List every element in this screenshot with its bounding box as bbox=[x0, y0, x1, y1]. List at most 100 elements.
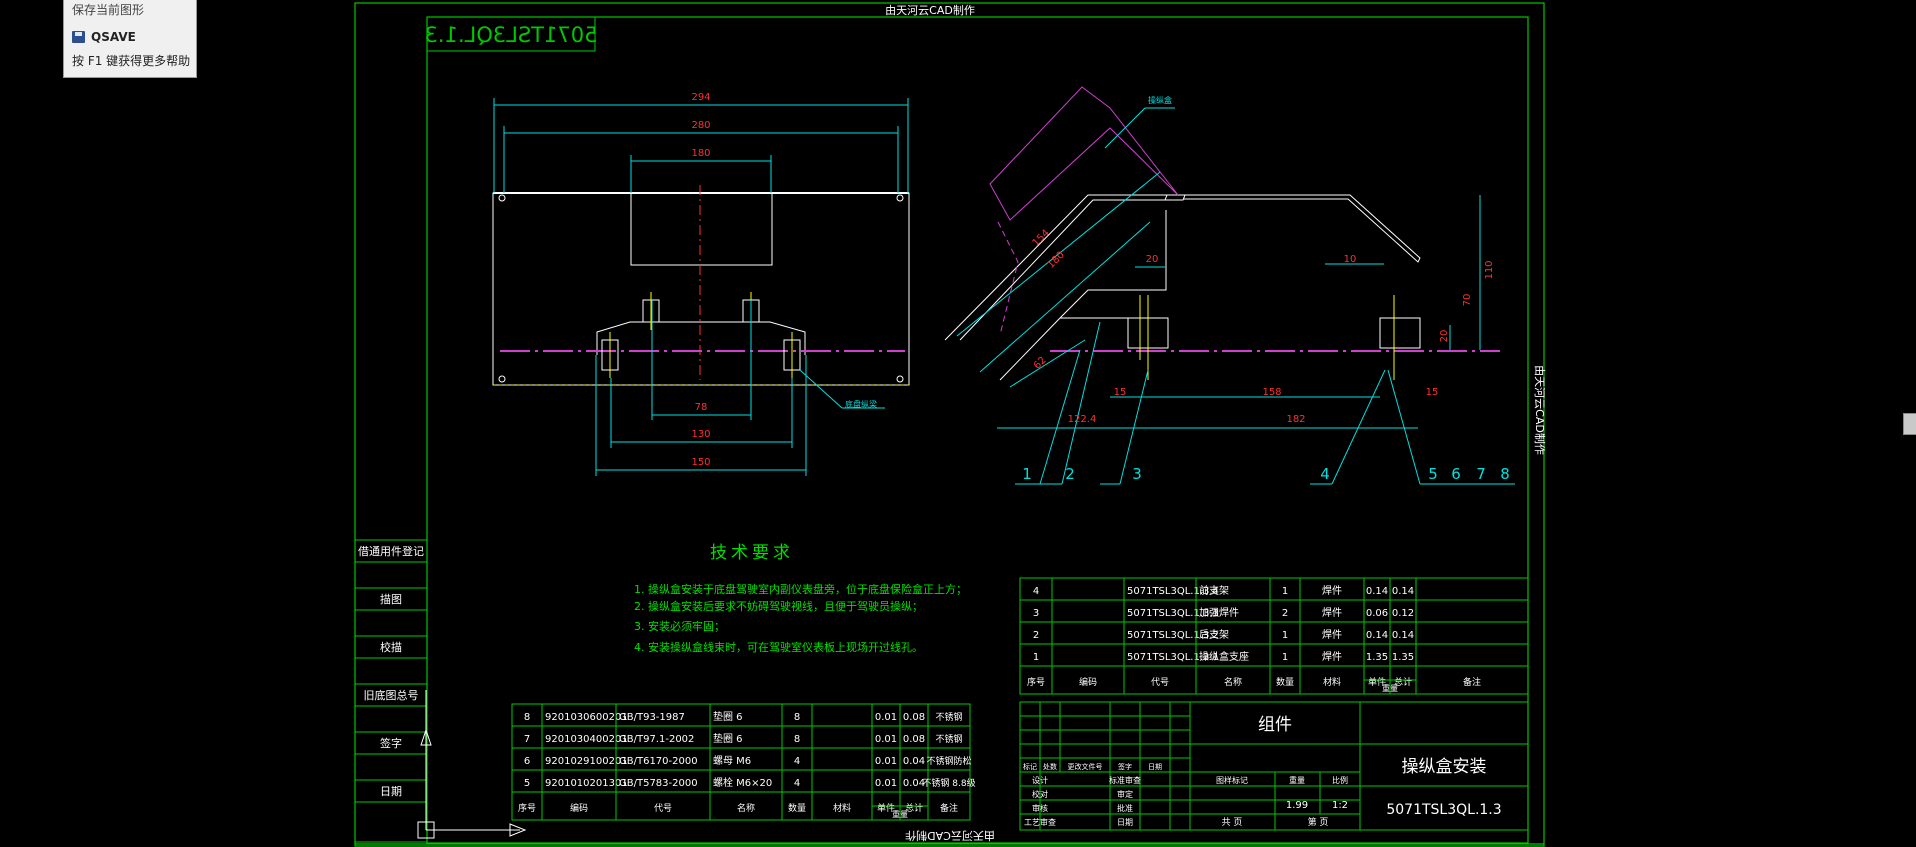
svg-text:158: 158 bbox=[1262, 387, 1281, 398]
side-view bbox=[944, 86, 1500, 381]
bom-cell: 2 bbox=[1282, 608, 1288, 619]
svg-text:描图: 描图 bbox=[380, 592, 402, 606]
svg-text:8: 8 bbox=[1500, 465, 1510, 483]
bom-header: 材料 bbox=[833, 802, 851, 814]
svg-text:更改文件号: 更改文件号 bbox=[1068, 762, 1103, 771]
svg-text:110: 110 bbox=[1484, 260, 1495, 279]
svg-text:操纵盒安装: 操纵盒安装 bbox=[1402, 757, 1487, 777]
svg-text:审定: 审定 bbox=[1117, 789, 1133, 799]
svg-text:5071TSL3QL.1.3: 5071TSL3QL.1.3 bbox=[1386, 802, 1501, 818]
bom-cell: 0.08 bbox=[903, 734, 925, 745]
svg-text:批准: 批准 bbox=[1117, 803, 1133, 813]
svg-text:10: 10 bbox=[1344, 254, 1357, 265]
svg-text:5071TSL3QL.1.3: 5071TSL3QL.1.3 bbox=[425, 23, 598, 47]
bom-cell: 2 bbox=[1033, 630, 1039, 641]
bom-cell: 4 bbox=[794, 778, 800, 789]
bom-cell: 不锈钢 bbox=[935, 711, 962, 723]
svg-text:4. 安装操纵盒线束时，可在驾驶室仪表板上现场开过线孔。: 4. 安装操纵盒线束时，可在驾驶室仪表板上现场开过线孔。 bbox=[634, 640, 923, 654]
part-balloons: 1 2 3 4 5 6 7 8 bbox=[1022, 465, 1510, 483]
svg-text:3. 安装必须牢固；: 3. 安装必须牢固； bbox=[634, 619, 725, 633]
svg-text:20: 20 bbox=[1439, 330, 1450, 343]
svg-text:182: 182 bbox=[1286, 414, 1305, 425]
bom-header: 备注 bbox=[1463, 676, 1481, 688]
bom-cell: 不锈钢 8.8级 bbox=[922, 777, 975, 789]
svg-text:比例: 比例 bbox=[1332, 775, 1348, 785]
bom-cell: 焊件 bbox=[1322, 607, 1342, 619]
svg-text:280: 280 bbox=[691, 120, 710, 131]
bom-cell: 9201030600201 bbox=[545, 712, 628, 723]
bom-header: 序号 bbox=[518, 802, 536, 814]
bom-header: 数量 bbox=[788, 802, 806, 814]
svg-text:重量: 重量 bbox=[1289, 775, 1305, 785]
bom-header: 名称 bbox=[737, 802, 755, 814]
bom-cell: 1 bbox=[1282, 630, 1288, 641]
bom-header: 数量 bbox=[1276, 676, 1294, 688]
bom-header: 代号 bbox=[654, 803, 672, 814]
svg-text:180: 180 bbox=[691, 148, 710, 159]
svg-text:2. 操纵盒安装后要求不妨碍驾驶视线，且便于驾驶员操纵；: 2. 操纵盒安装后要求不妨碍驾驶视线，且便于驾驶员操纵； bbox=[634, 599, 923, 613]
svg-text:设计: 设计 bbox=[1032, 775, 1048, 785]
ucs-icon bbox=[417, 690, 527, 839]
bom-cell: 0.14 bbox=[1392, 586, 1414, 597]
bom-cell: GB/T97.1-2002 bbox=[619, 734, 694, 745]
front-view bbox=[492, 185, 910, 386]
bom-header: 代号 bbox=[1151, 677, 1169, 688]
svg-text:2: 2 bbox=[1065, 465, 1075, 483]
bom-header: 名称 bbox=[1224, 676, 1242, 688]
svg-text:日期: 日期 bbox=[1148, 763, 1162, 771]
bom-header: 编码 bbox=[570, 802, 588, 814]
svg-text:154: 154 bbox=[1031, 228, 1052, 249]
bom-cell: 8 bbox=[794, 712, 800, 723]
bom-cell: GB/T5783-2000 bbox=[619, 778, 698, 789]
svg-text:签字: 签字 bbox=[380, 736, 402, 750]
bom-cell: 5071TSL3QL.1.3.1 bbox=[1127, 652, 1219, 663]
svg-text:1. 操纵盒安装于底盘驾驶室内副仪表盘旁，位于底盘保险盒正上: 1. 操纵盒安装于底盘驾驶室内副仪表盘旁，位于底盘保险盒正上方； bbox=[634, 582, 967, 596]
bom-cell: 0.14 bbox=[1392, 630, 1414, 641]
svg-text:签字: 签字 bbox=[1118, 762, 1132, 771]
svg-text:校对: 校对 bbox=[1032, 789, 1048, 799]
bom-cell: GB/T6170-2000 bbox=[619, 756, 698, 767]
bom-cell: 螺栓 M6×20 bbox=[713, 776, 772, 789]
bom-cell: 垫圈 6 bbox=[713, 732, 743, 745]
svg-text:校描: 校描 bbox=[380, 640, 402, 654]
svg-text:1: 1 bbox=[1022, 465, 1032, 483]
bom-cell: 1 bbox=[1033, 652, 1039, 663]
bom-cell: 0.14 bbox=[1366, 586, 1388, 597]
title-block-text: 组件 操纵盒安装 5071TSL3QL.1.3 图样标记 重量 比例 1.99 … bbox=[1023, 715, 1502, 828]
svg-text:15: 15 bbox=[1426, 387, 1439, 398]
bom-cell: 5071TSL3QL.1.3.4 bbox=[1127, 586, 1219, 597]
svg-text:标准审查: 标准审查 bbox=[1109, 775, 1141, 785]
svg-text:78: 78 bbox=[695, 402, 708, 413]
left-stamp-column bbox=[354, 539, 428, 843]
left-stamp-labels: 借通用件登记 描图 校描 旧底图总号 签字 日期 bbox=[358, 544, 424, 798]
svg-text:日期: 日期 bbox=[380, 785, 402, 798]
bom-cell: 焊件 bbox=[1322, 585, 1342, 597]
save-disk-icon bbox=[72, 31, 85, 43]
tooltip-command: QSAVE bbox=[72, 30, 136, 44]
bom-cell: 不锈钢 bbox=[935, 733, 962, 745]
watermark-side: 由天河云CAD制作 bbox=[1533, 365, 1547, 455]
bom-header: 序号 bbox=[1027, 676, 1045, 688]
bom-lower-table: 8765序号9201030600201920103040020192010291… bbox=[511, 703, 976, 821]
tooltip-title: 保存当前图形 bbox=[72, 3, 145, 17]
svg-text:180: 180 bbox=[1046, 250, 1067, 271]
bom-cell: 9201030400201 bbox=[545, 734, 628, 745]
bom-cell: 0.12 bbox=[1392, 608, 1414, 619]
bom-header: 单件 bbox=[1368, 676, 1386, 688]
qsave-tooltip: 保存当前图形 QSAVE 按 F1 键获得更多帮助 bbox=[63, 0, 197, 78]
vertical-scroll-thumb[interactable] bbox=[1903, 413, 1916, 435]
bom-cell: 操纵盒支座 bbox=[1199, 650, 1249, 663]
bom-cell: 9201029100201 bbox=[545, 756, 628, 767]
tooltip-help: 按 F1 键获得更多帮助 bbox=[72, 54, 191, 68]
bom-weight-label: 重量 bbox=[892, 809, 908, 819]
bom-cell: 0.06 bbox=[1366, 608, 1388, 619]
bom-cell: 8 bbox=[524, 712, 530, 723]
bom-header: 备注 bbox=[940, 802, 958, 814]
front-view-dimensions bbox=[493, 98, 909, 476]
bom-cell: 4 bbox=[1033, 586, 1039, 597]
bom-cell: 加强焊件 bbox=[1199, 607, 1239, 619]
bom-upper-table: 4321序号编码5071TSL3QL.1.3.45071TSL3QL.1.3.3… bbox=[1019, 577, 1529, 695]
bom-cell: 1 bbox=[1282, 586, 1288, 597]
bom-header: 材料 bbox=[1323, 676, 1341, 688]
